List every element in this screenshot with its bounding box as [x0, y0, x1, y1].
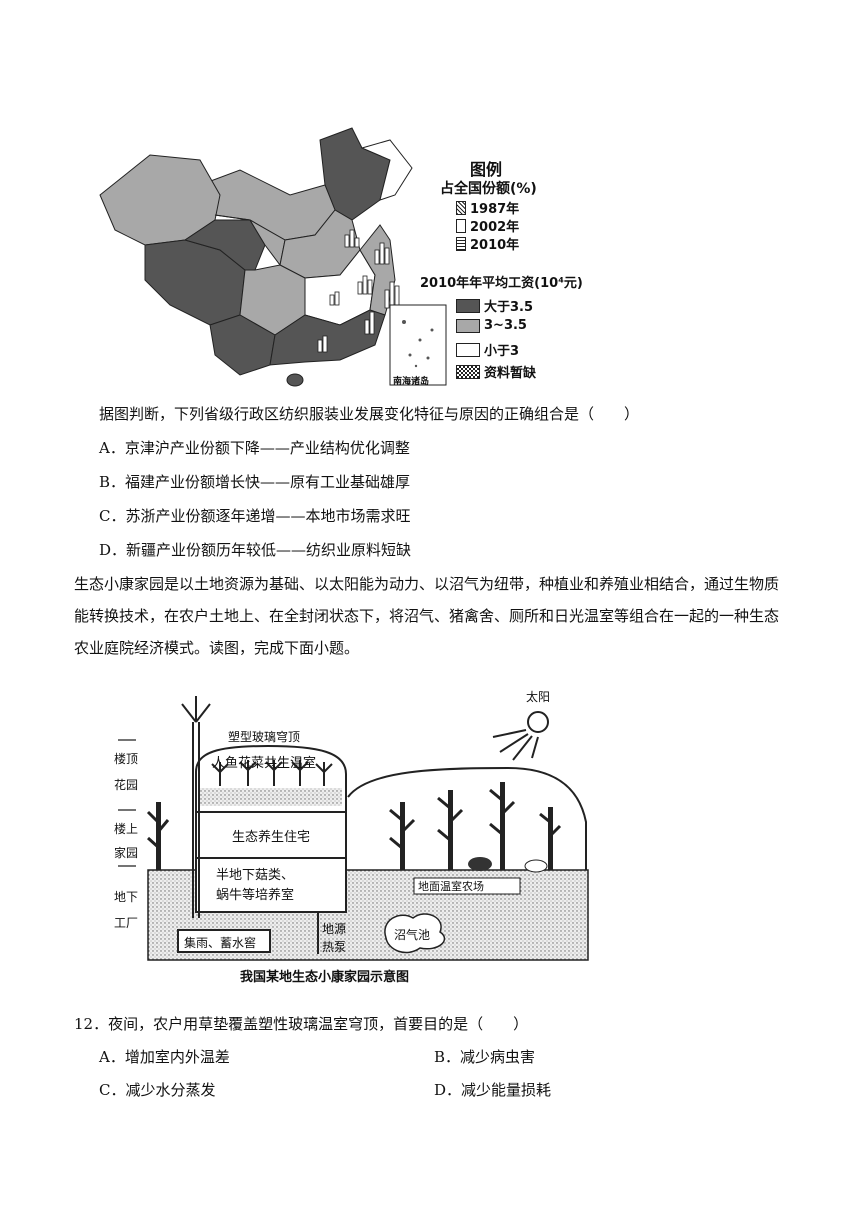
legend-bar-label: 1987年 [470, 202, 520, 217]
map-inset-islands [402, 320, 434, 368]
china-map-figure: 南海诸岛 [90, 100, 560, 390]
underground-label-2: 工厂 [114, 916, 139, 930]
field-label: 地面温室农场 [418, 880, 484, 893]
map-region-south [269, 309, 386, 366]
legend-bar-label: 2002年 [470, 220, 520, 235]
underground-label-1: 地下 [114, 890, 139, 904]
sun-icon [527, 711, 549, 733]
animal-icon [468, 857, 492, 871]
dome-plants-icon [211, 760, 333, 786]
wind-turbine-icon [181, 696, 211, 918]
striped-swatch-icon [456, 236, 466, 251]
legend-bar-2002: 2002年 [456, 216, 519, 235]
q12-option-b: B．减少病虫害 [434, 1048, 536, 1066]
rock-icon [524, 859, 548, 873]
field-label-box [413, 877, 521, 895]
eco-home-svg [118, 696, 589, 961]
legend-bar-1987: 1987年 [456, 198, 519, 217]
white-swatch-icon [456, 218, 466, 233]
wage-item-low: 小于3 [456, 340, 519, 359]
q12-option-a: A．增加室内外温差 [99, 1048, 230, 1066]
checker-swatch-icon [456, 364, 480, 379]
building-basement [195, 857, 347, 913]
map-region-qinghai [183, 219, 266, 271]
legend-bar-label: 2010年 [470, 238, 520, 253]
biogas-tank [384, 913, 446, 954]
roof-garden-label-1: 楼顶 [114, 752, 139, 766]
side-level-marks [118, 739, 136, 867]
wage-item-missing: 资料暂缺 [456, 362, 536, 381]
field-tree-branches-icon [146, 788, 562, 850]
dome-label: 塑型玻璃穹顶 [228, 730, 301, 744]
china-map [99, 127, 447, 387]
map-region-hainan [286, 373, 304, 387]
basement-label-1: 半地下菇类、 [216, 868, 295, 883]
q12-option-c: C．减少水分蒸发 [99, 1081, 216, 1099]
diagram-caption: 我国某地生态小康家园示意图 [240, 970, 410, 985]
wage-item-high: 大于3.5 [456, 296, 533, 315]
white-swatch-icon [456, 342, 480, 357]
upper-home-label-1: 楼上 [114, 822, 139, 836]
dome-soil [200, 788, 342, 806]
legend-bar-2010: 2010年 [456, 234, 519, 253]
roof-garden-label-2: 花园 [114, 778, 139, 792]
heat-pump-label-2: 热泵 [322, 940, 347, 954]
field-trees-icon [156, 782, 553, 870]
dark-swatch-icon [456, 298, 480, 313]
upper-home-label-2: 家园 [114, 846, 139, 860]
q12-option-d: D．减少能量损耗 [434, 1081, 552, 1099]
sun-label: 太阳 [526, 690, 551, 704]
map-bar-glyphs [317, 229, 400, 353]
q11-option-b: B．福建产业份额增长快——原有工业基础雄厚 [99, 473, 411, 491]
wage-legend-title: 2010年年平均工资(10⁴元) [420, 276, 583, 291]
hatch-swatch-icon [456, 200, 466, 215]
heat-pump-label-1: 地源 [322, 922, 347, 936]
water-tank [177, 929, 271, 953]
map-inset-label: 南海诸岛 [393, 377, 430, 387]
map-inset-box [389, 304, 447, 386]
wage-item-mid: 3~3.5 [456, 318, 527, 333]
q11-option-d: D．新疆产业份额历年较低——纺织业原料短缺 [99, 541, 412, 559]
gray-swatch-icon [456, 318, 480, 333]
q11-option-c: C．苏浙产业份额逐年递增——本地市场需求旺 [99, 507, 411, 525]
water-tank-label: 集雨、蓄水窖 [184, 936, 257, 950]
q12-stem: 12．夜间，农户用草垫覆盖塑性玻璃温室穹顶，首要目的是（ ） [74, 1015, 529, 1033]
biogas-label: 沼气池 [394, 928, 431, 942]
sun-rays-icon [492, 729, 539, 761]
eco-home-diagram: 太阳 塑型玻璃穹顶 人鱼花菜共生温室 楼顶 花园 楼上 家园 地下 工厂 生态养… [108, 682, 598, 990]
q11-option-a: A．京津沪产业份额下降——产业结构优化调整 [99, 439, 410, 457]
field-greenhouse-arc [347, 766, 587, 877]
q11-stem: 据图判断，下列省级行政区纺织服装业发展变化特征与原因的正确组合是（ ） [99, 405, 640, 423]
residence-label: 生态养生住宅 [232, 830, 311, 845]
legend-title: 图例 [470, 160, 503, 179]
basement-label-2: 蜗牛等培养室 [216, 888, 295, 903]
intro-paragraph: 生态小康家园是以土地资源为基础、以太阳能为动力、以沼气为纽带，种植业和养殖业相结… [74, 575, 780, 657]
greenhouse-label: 人鱼花菜共生温室 [212, 756, 317, 771]
legend-subtitle: 占全国份额(%) [440, 181, 537, 197]
map-region-heilongjiang-east [360, 139, 413, 201]
